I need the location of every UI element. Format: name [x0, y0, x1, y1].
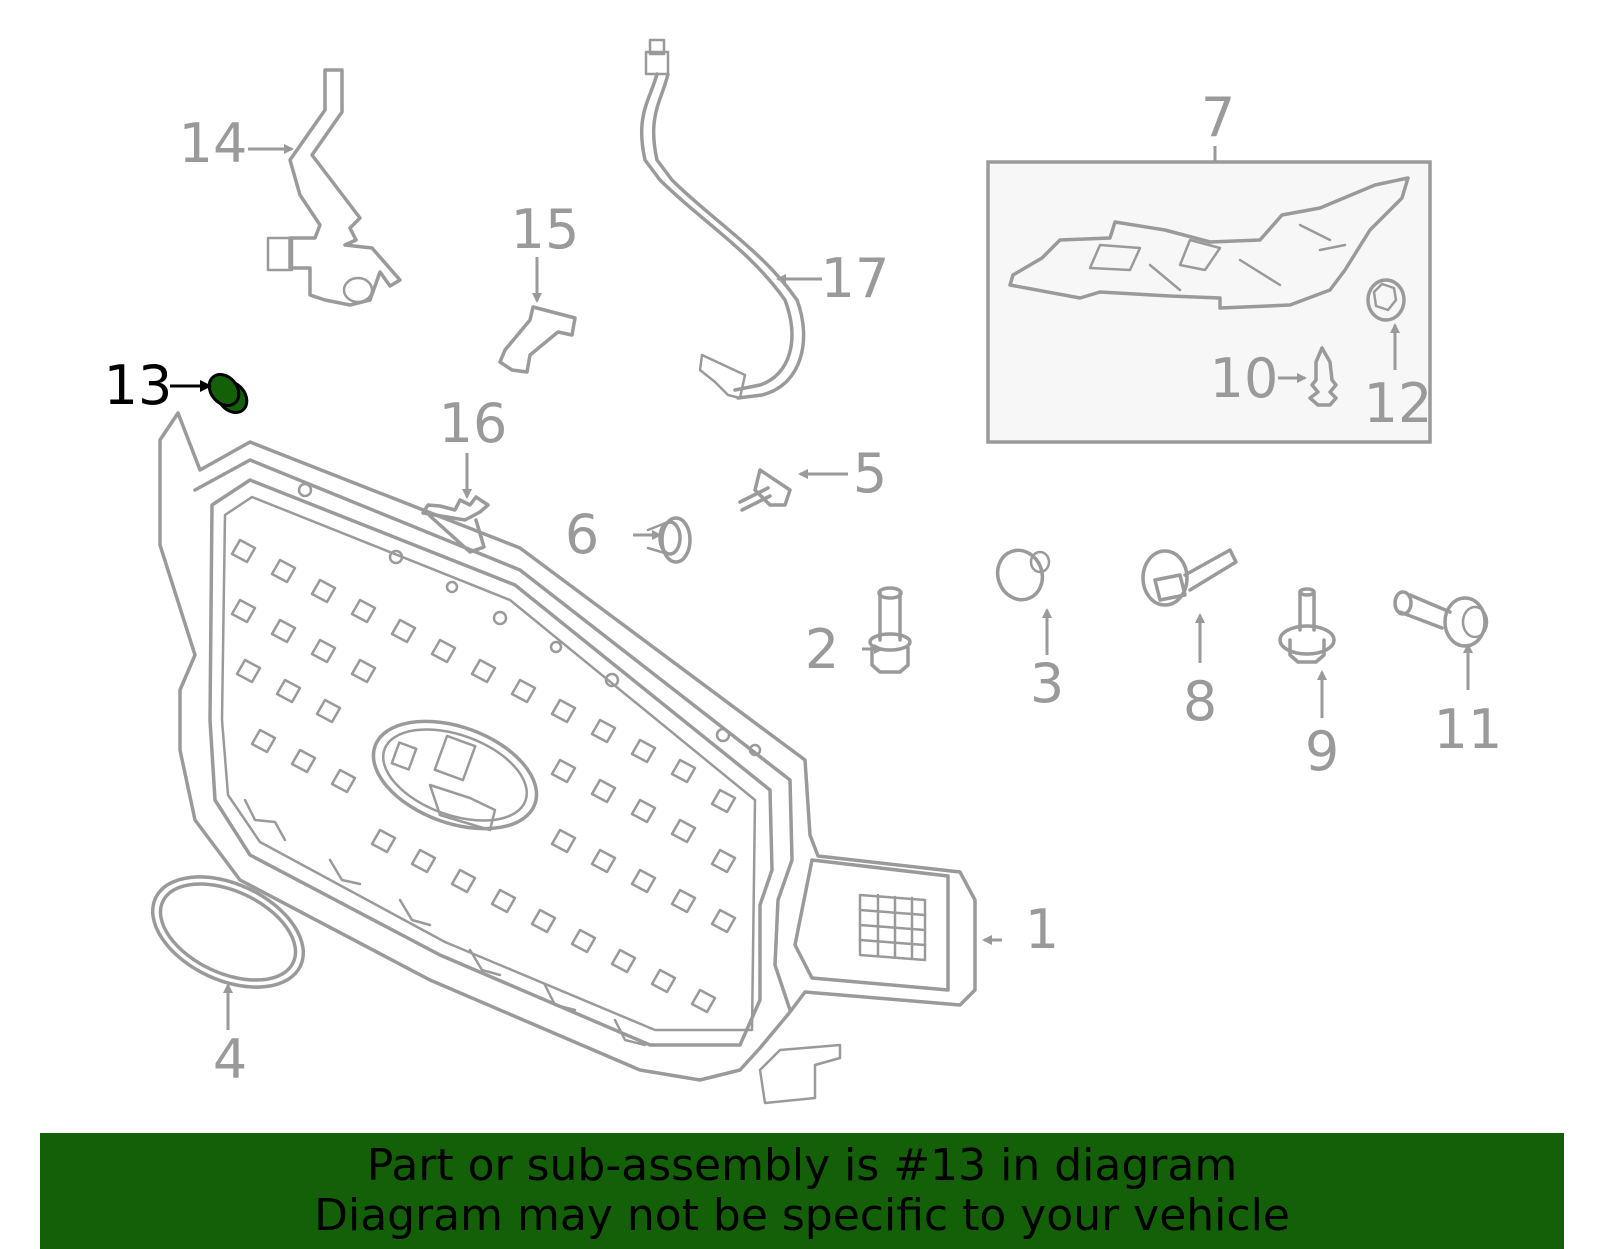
leader-lines [170, 144, 1473, 1030]
callout-2: 2 [805, 618, 839, 681]
clip-part-15 [498, 305, 577, 374]
push-pin-part-10 [1308, 346, 1338, 407]
callout-6: 6 [565, 503, 599, 566]
callout-12: 12 [1364, 372, 1433, 435]
part-info-banner: Part or sub-assembly is #13 in diagram D… [40, 1133, 1564, 1249]
callout-14: 14 [179, 112, 248, 175]
banner-line-part-number: Part or sub-assembly is #13 in diagram [366, 1140, 1238, 1191]
bolt-part-8 [1141, 548, 1238, 607]
callout-3: 3 [1030, 652, 1064, 715]
callout-4: 4 [213, 1028, 247, 1091]
part-7-box [986, 160, 1432, 444]
callout-17: 17 [821, 247, 890, 310]
part-13-highlighted [207, 373, 249, 414]
emblem-ring-part [150, 875, 306, 989]
grille-assembly-part [158, 411, 977, 1105]
callout-15: 15 [511, 198, 580, 261]
bolt-part-9 [1278, 587, 1336, 664]
callout-8: 8 [1183, 670, 1217, 733]
callout-11: 11 [1434, 698, 1503, 761]
wire-harness-part-17 [639, 38, 806, 400]
callout-16: 16 [439, 392, 508, 455]
callout-1: 1 [1025, 898, 1059, 961]
callout-labels: 1 2 3 4 5 6 7 8 9 10 11 12 14 15 16 17 1… [104, 86, 1503, 1091]
callout-7: 7 [1201, 86, 1235, 149]
clip-part-16 [421, 495, 490, 554]
rivet-part-5 [738, 468, 792, 512]
bracket-part-14 [266, 68, 402, 307]
clip-part-3 [995, 548, 1051, 602]
bolt-part-11 [1393, 590, 1489, 648]
push-clip-part-2 [868, 586, 912, 674]
callout-10: 10 [1210, 347, 1279, 410]
fastener-part-6 [646, 516, 692, 564]
callout-13-highlighted: 13 [104, 354, 173, 417]
callout-9: 9 [1305, 720, 1339, 783]
banner-line-disclaimer: Diagram may not be specific to your vehi… [314, 1190, 1290, 1241]
callout-5: 5 [853, 442, 887, 505]
nut-part-12 [1366, 278, 1406, 322]
